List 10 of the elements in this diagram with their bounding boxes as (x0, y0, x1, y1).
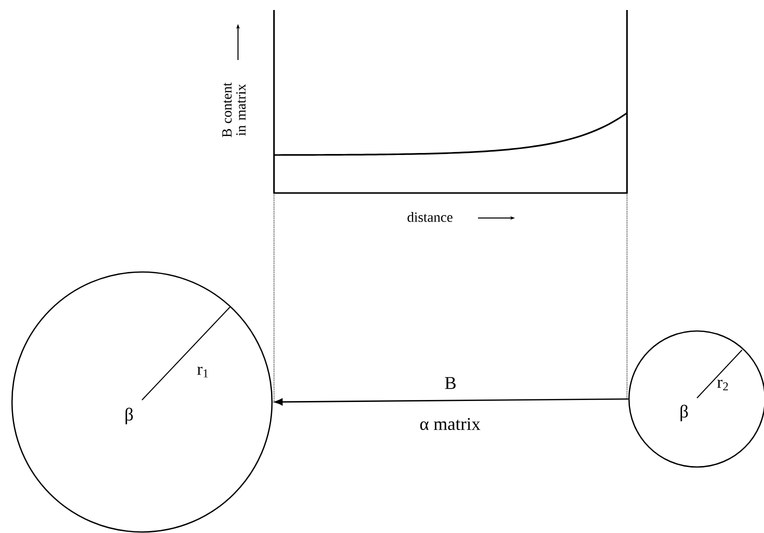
region-label: α matrix (420, 418, 480, 430)
particle-label: β (680, 404, 688, 422)
arrow (274, 398, 628, 406)
radius-label: r$_{1}$ (197, 366, 208, 378)
edge-label: B (445, 377, 456, 389)
particle-circle (11, 271, 273, 533)
radius-label: r$_{2}$ (717, 380, 728, 390)
particle-label: β (126, 408, 133, 424)
axis-label: distance (408, 212, 452, 222)
axis-label: B content in matrix (222, 82, 246, 138)
